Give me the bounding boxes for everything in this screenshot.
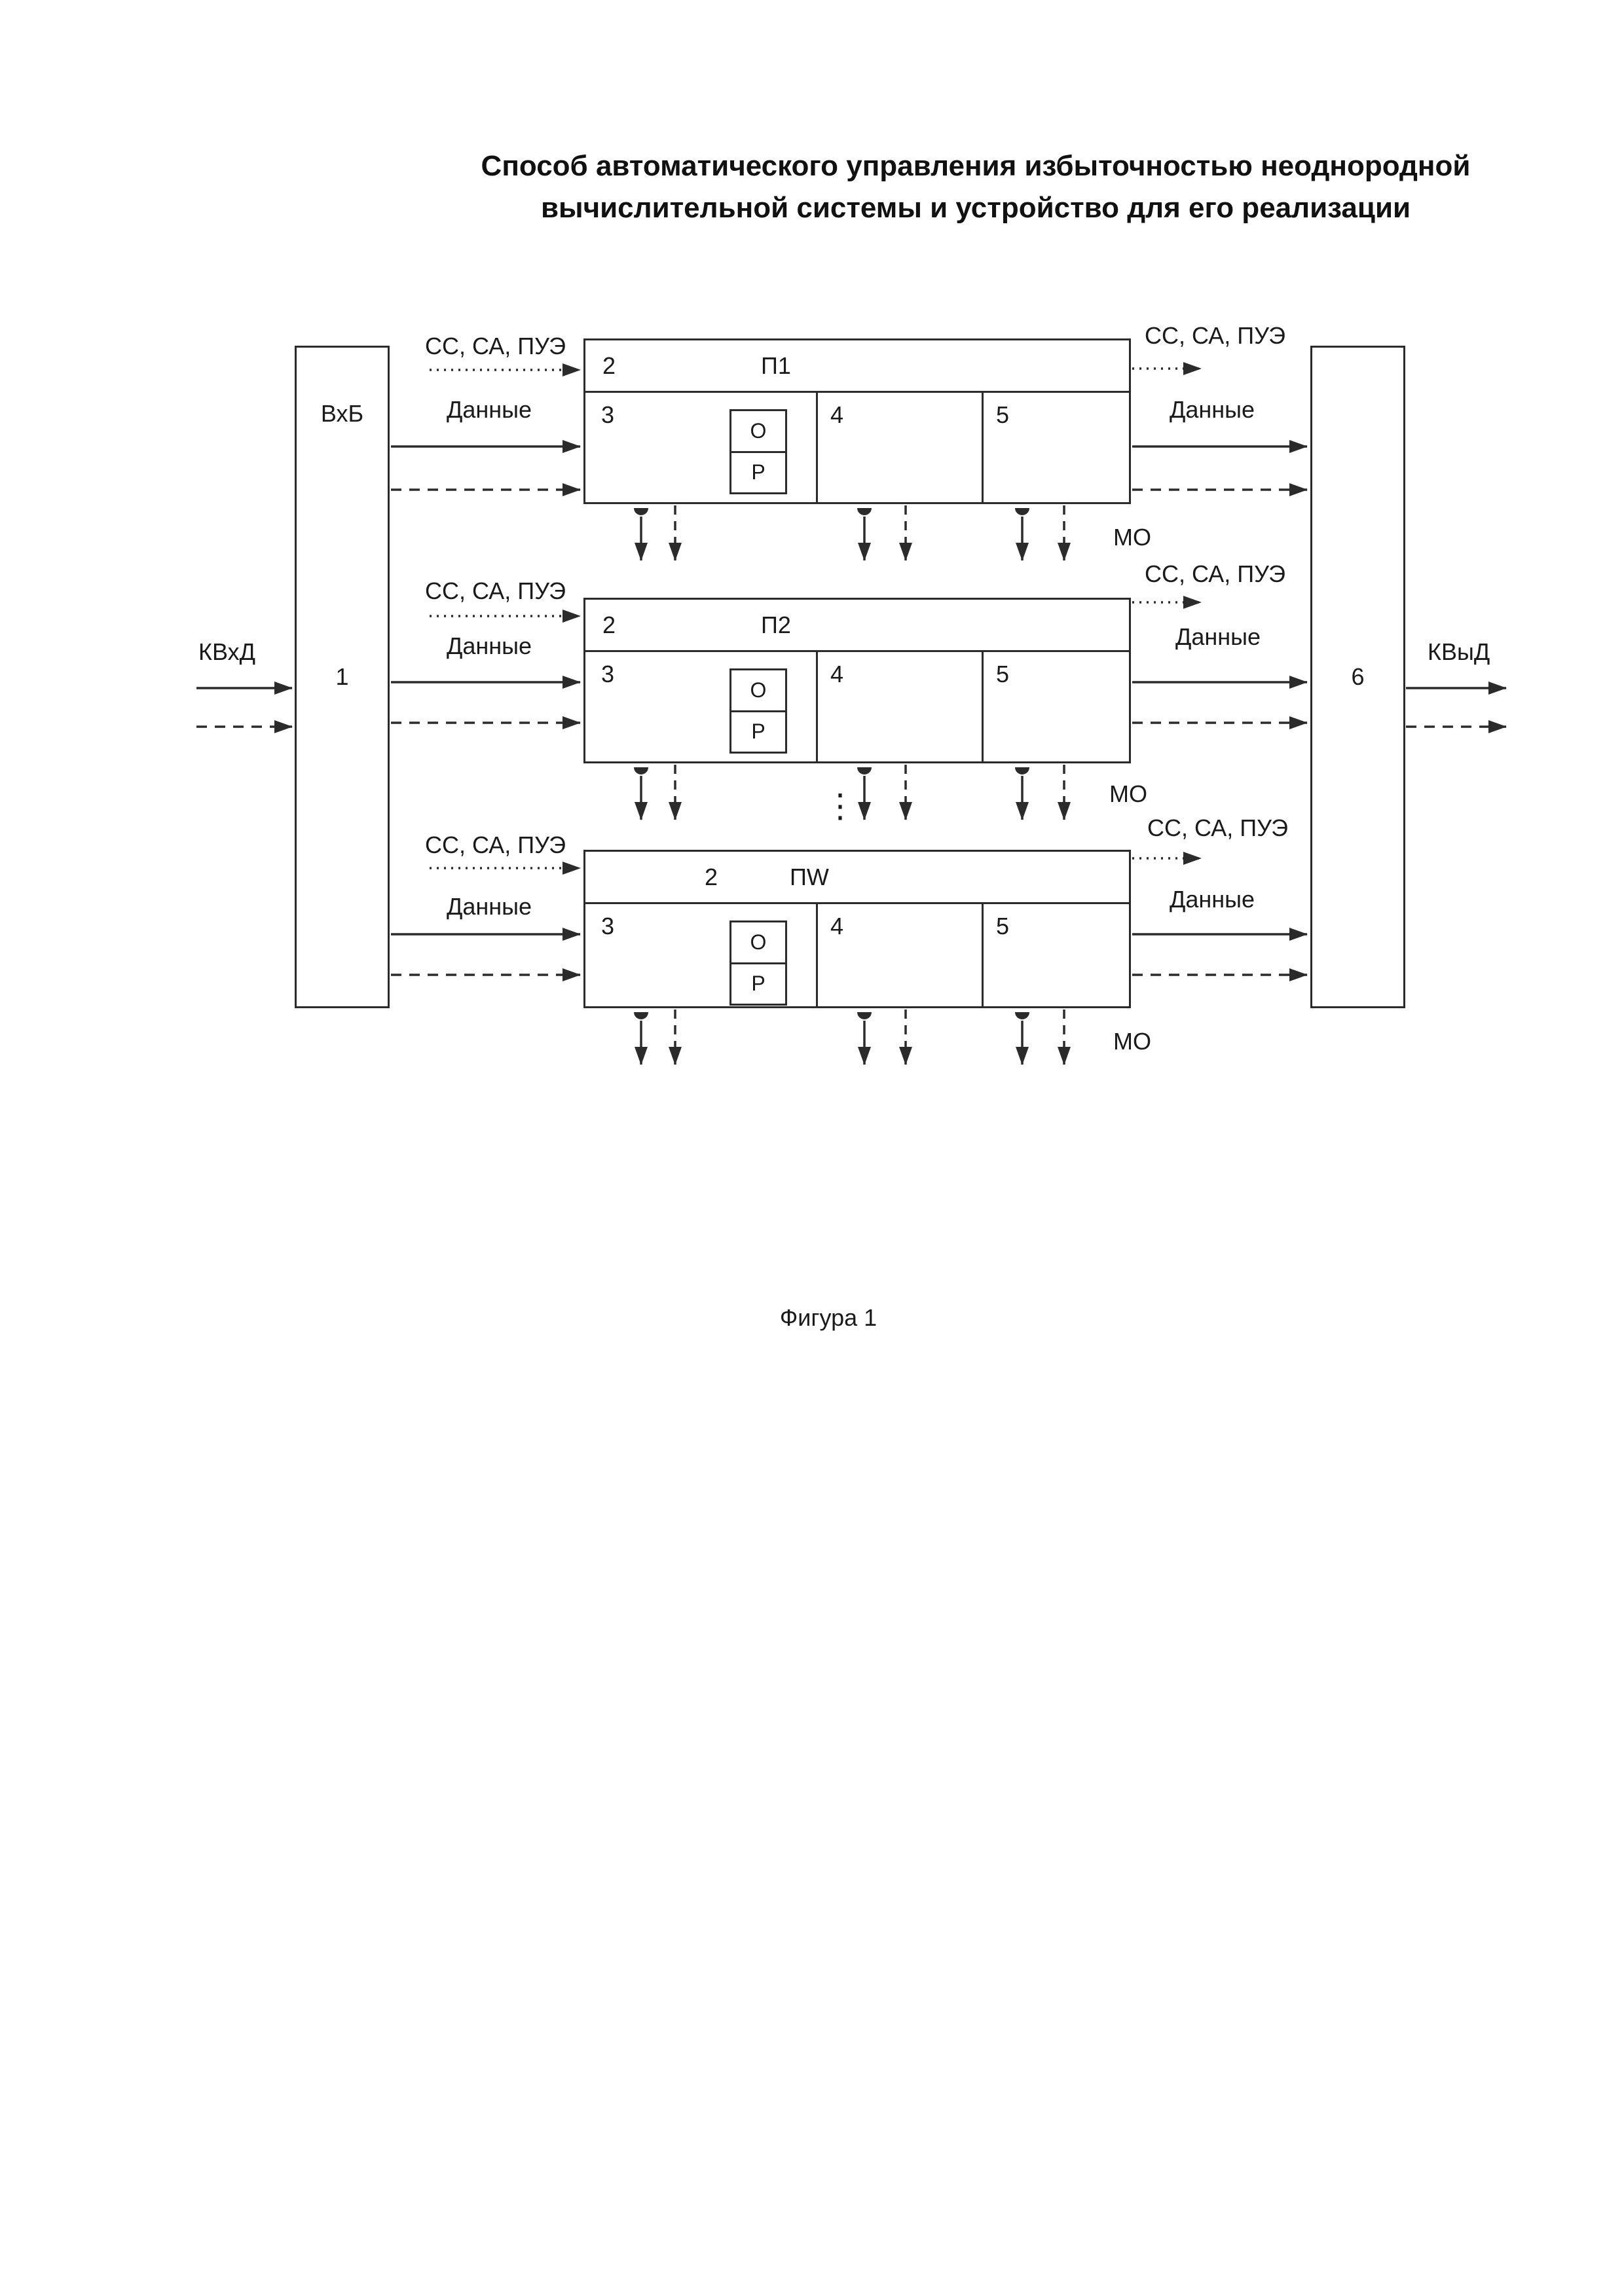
p2-left-buses [391, 610, 581, 729]
section-divider [982, 391, 984, 502]
processor-name: П2 [761, 611, 791, 638]
p1-right-buses [1132, 362, 1308, 496]
processor-block-p1: 2 П1 3 4 5 О Р [583, 338, 1131, 504]
section-3-label: 3 [601, 401, 615, 428]
processor-number: 2 [705, 863, 718, 890]
connector-dome [634, 508, 648, 515]
output-label: КВыД [1428, 638, 1490, 665]
p1-mo-connectors [634, 505, 1071, 561]
processor-header: 2 П2 [585, 600, 1129, 652]
or-register-box: О Р [729, 668, 787, 754]
connector-dome [857, 767, 872, 774]
pw-mo-connectors [634, 1010, 1071, 1065]
data-bus-label-p2-left: Данные [447, 632, 532, 659]
p1-left-buses [391, 363, 581, 496]
processor-name: ПW [790, 863, 829, 890]
cell-o: О [731, 922, 785, 964]
section-4-label: 4 [830, 401, 844, 428]
output-block-number: 6 [1351, 663, 1365, 690]
cell-r: Р [751, 460, 766, 484]
continuation-ellipsis: ⋮ [824, 788, 857, 824]
input-buffer-number: 1 [335, 663, 349, 690]
input-buffer-name: ВхБ [320, 400, 364, 427]
control-bus-label-pw-right: СС, СА, ПУЭ [1147, 814, 1289, 841]
page-title: Способ автоматического управления избыто… [452, 145, 1500, 229]
section-divider [816, 391, 818, 502]
control-bus-label-p2-left: СС, СА, ПУЭ [425, 577, 566, 604]
connector-dome [634, 767, 648, 774]
p2-mo-connectors [634, 765, 1071, 820]
mo-label-p2: МО [1109, 780, 1147, 807]
output-block: 6 [1310, 346, 1405, 1008]
input-arrows [196, 682, 293, 733]
connector-dome [634, 1012, 648, 1019]
section-5-label: 5 [996, 401, 1010, 428]
mo-label-pw: МО [1113, 1028, 1151, 1055]
section-5-label: 5 [996, 661, 1010, 687]
connector-dome [857, 508, 872, 515]
connector-dome [1015, 1012, 1029, 1019]
cell-r: Р [751, 720, 766, 744]
pw-right-buses [1132, 852, 1308, 981]
data-bus-label-p1-right: Данные [1170, 396, 1255, 423]
figure-caption: Фигура 1 [779, 1304, 877, 1331]
input-label: КВхД [198, 638, 255, 665]
title-line-1: Способ автоматического управления избыто… [481, 150, 1471, 182]
control-bus-label-p1-right: СС, СА, ПУЭ [1145, 322, 1286, 349]
data-bus-label-p2-right: Данные [1175, 623, 1261, 650]
processor-header: 2 ПW [585, 852, 1129, 904]
processor-block-p2: 2 П2 3 4 5 О Р [583, 598, 1131, 763]
section-divider [816, 902, 818, 1006]
section-divider [982, 902, 984, 1006]
section-divider [982, 650, 984, 761]
connector-dome [1015, 508, 1029, 515]
control-bus-label-pw-left: СС, СА, ПУЭ [425, 831, 566, 858]
processor-block-pw: 2 ПW 3 4 5 О Р [583, 850, 1131, 1008]
control-bus-label-p2-right: СС, СА, ПУЭ [1145, 560, 1286, 587]
or-register-box: О Р [729, 409, 787, 494]
cell-o: О [731, 411, 785, 453]
section-4-label: 4 [830, 661, 844, 687]
section-3-label: 3 [601, 913, 615, 939]
cell-r: Р [751, 972, 766, 996]
input-buffer-block: ВхБ 1 [295, 346, 390, 1008]
p2-right-buses [1132, 596, 1308, 729]
processor-name: П1 [761, 352, 791, 379]
control-bus-label-p1-left: СС, СА, ПУЭ [425, 333, 566, 359]
section-4-label: 4 [830, 913, 844, 939]
data-bus-label-p1-left: Данные [447, 396, 532, 423]
processor-number: 2 [602, 611, 616, 638]
or-register-box: О Р [729, 920, 787, 1006]
title-line-2: вычислительной системы и устройство для … [540, 192, 1411, 224]
data-bus-label-pw-left: Данные [447, 893, 532, 920]
pw-left-buses [391, 862, 581, 981]
section-3-label: 3 [601, 661, 615, 687]
processor-header: 2 П1 [585, 340, 1129, 393]
connector-dome [857, 1012, 872, 1019]
cell-o: О [731, 670, 785, 712]
mo-label-p1: МО [1113, 524, 1151, 551]
section-5-label: 5 [996, 913, 1010, 939]
connector-dome [1015, 767, 1029, 774]
processor-number: 2 [602, 352, 616, 379]
data-bus-label-pw-right: Данные [1170, 886, 1255, 913]
section-divider [816, 650, 818, 761]
output-arrows [1406, 682, 1507, 733]
